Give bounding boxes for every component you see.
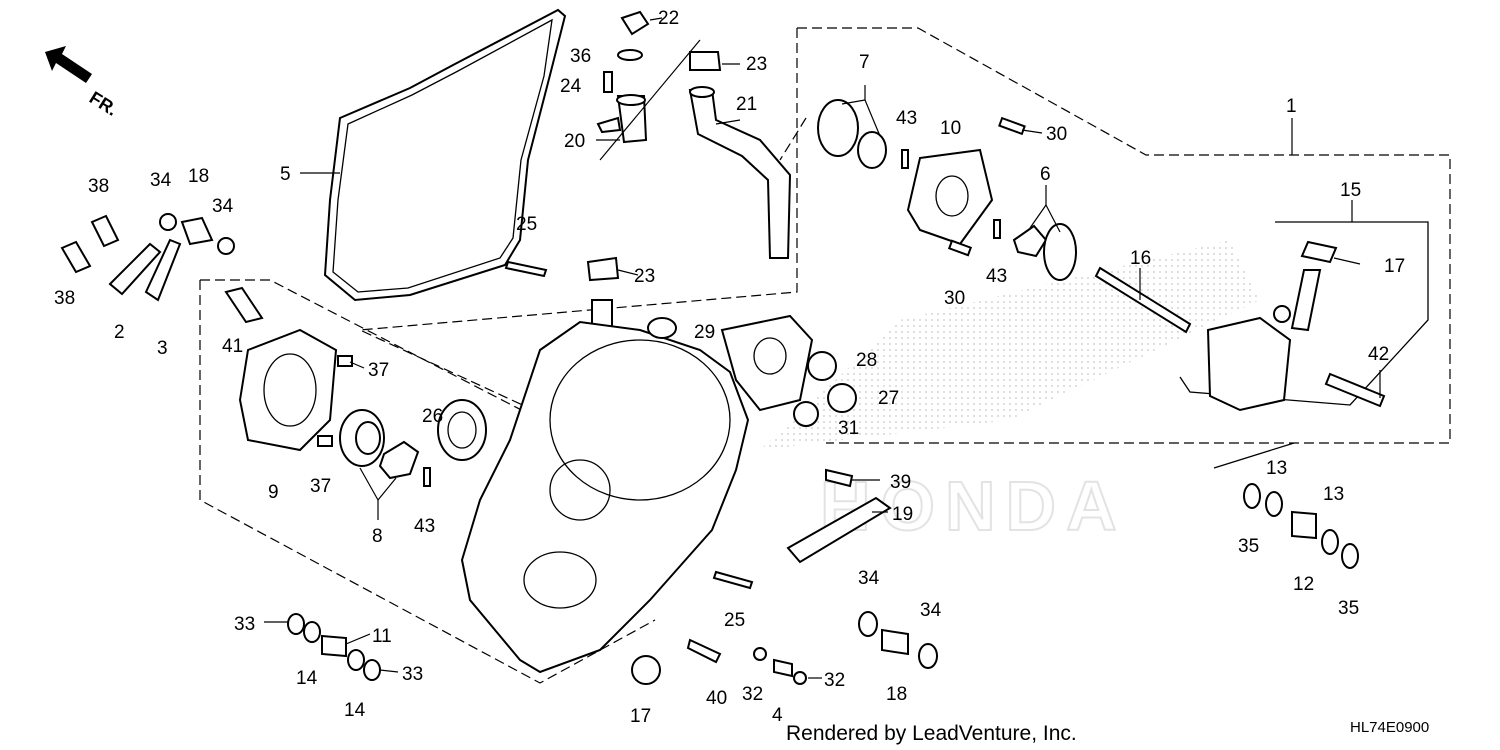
callout-13b: 13 <box>1323 484 1344 505</box>
callout-18b: 18 <box>886 684 907 705</box>
callout-31: 31 <box>838 418 859 439</box>
callout-37b: 37 <box>310 476 331 497</box>
assembly-boundaries <box>199 27 1451 684</box>
callout-32a: 32 <box>742 684 763 705</box>
lower-parts <box>287 611 938 685</box>
callout-20: 20 <box>564 131 585 152</box>
callout-32b: 32 <box>824 670 845 691</box>
callout-42: 42 <box>1368 344 1389 365</box>
callout-22: 22 <box>658 8 679 29</box>
callouts: 1 2 3 4 5 6 7 8 9 10 11 12 13 13 14 14 1… <box>54 8 1405 727</box>
callout-7: 7 <box>859 52 870 73</box>
callout-35b: 35 <box>1338 598 1359 619</box>
callout-38b: 38 <box>54 288 75 309</box>
leader-lines <box>264 17 1381 679</box>
callout-21: 21 <box>736 94 757 115</box>
relief-valve <box>1206 240 1386 412</box>
lower-right-seals <box>1243 483 1359 569</box>
breather-hose <box>688 89 792 259</box>
callout-4: 4 <box>772 705 783 726</box>
oil-filler-parts <box>596 10 701 161</box>
callout-14a: 14 <box>296 668 318 689</box>
oil-pump-body <box>238 328 338 452</box>
feed-pump-parts <box>817 99 1192 334</box>
callout-28: 28 <box>856 350 877 371</box>
right-crankcase-cover <box>460 314 814 674</box>
strainer-19 <box>786 496 892 564</box>
dowel-pin-upper <box>504 260 548 278</box>
callout-25a: 25 <box>516 214 537 235</box>
left-small-parts <box>60 213 264 324</box>
callout-30b: 30 <box>944 288 965 309</box>
callout-9: 9 <box>268 482 279 503</box>
callout-8: 8 <box>372 526 383 547</box>
callout-33b: 33 <box>402 664 423 685</box>
callout-24: 24 <box>560 76 582 97</box>
front-direction-label: FR. <box>86 87 121 119</box>
callout-33a: 33 <box>234 614 255 635</box>
callout-36: 36 <box>570 46 591 67</box>
callout-17a: 17 <box>1384 256 1405 277</box>
callout-43a: 43 <box>896 108 917 129</box>
callout-14b: 14 <box>344 700 366 721</box>
callout-1: 1 <box>1286 96 1297 117</box>
callout-30a: 30 <box>1046 124 1067 145</box>
callout-15: 15 <box>1340 180 1361 201</box>
callout-10: 10 <box>940 118 961 139</box>
cover-gasket <box>323 8 567 302</box>
drawing-code: HL74E0900 <box>1350 719 1429 736</box>
callout-11: 11 <box>372 626 392 647</box>
dowel-pin-lower <box>712 570 754 590</box>
bearing-26 <box>437 399 487 461</box>
callout-23a: 23 <box>746 54 767 75</box>
callout-2: 2 <box>114 322 125 343</box>
callout-12: 12 <box>1293 574 1314 595</box>
callout-34b: 34 <box>212 196 234 217</box>
callout-43c: 43 <box>414 516 435 537</box>
callout-18a: 18 <box>188 166 209 187</box>
callout-27: 27 <box>878 388 899 409</box>
callout-43b: 43 <box>986 266 1007 287</box>
callout-40: 40 <box>706 688 727 709</box>
callout-26: 26 <box>422 406 443 427</box>
front-direction-arrow-icon: FR. <box>45 46 121 120</box>
callout-16: 16 <box>1130 248 1151 269</box>
callout-6: 6 <box>1040 164 1051 185</box>
callout-34d: 34 <box>920 600 942 621</box>
callout-13a: 13 <box>1266 458 1287 479</box>
callout-29: 29 <box>694 322 715 343</box>
callout-25b: 25 <box>724 610 745 631</box>
bearing-29 <box>647 317 677 339</box>
bearing-27 <box>827 383 857 413</box>
callout-17b: 17 <box>630 706 651 727</box>
callout-23b: 23 <box>634 266 655 287</box>
callout-41: 41 <box>222 336 243 357</box>
callout-34c: 34 <box>858 568 880 589</box>
callout-37a: 37 <box>368 360 389 381</box>
callout-34a: 34 <box>150 170 172 191</box>
callout-5: 5 <box>280 164 291 185</box>
seal-31 <box>793 401 819 427</box>
scavenge-rotor-set <box>339 409 431 487</box>
bearing-28 <box>807 351 837 381</box>
callout-35a: 35 <box>1238 536 1259 557</box>
footer-credit: Rendered by LeadVenture, Inc. <box>786 722 1077 745</box>
bolt-39 <box>825 468 854 488</box>
callout-3: 3 <box>157 338 168 359</box>
callout-38a: 38 <box>88 176 109 197</box>
callout-19: 19 <box>892 504 913 525</box>
callout-39: 39 <box>890 472 911 493</box>
